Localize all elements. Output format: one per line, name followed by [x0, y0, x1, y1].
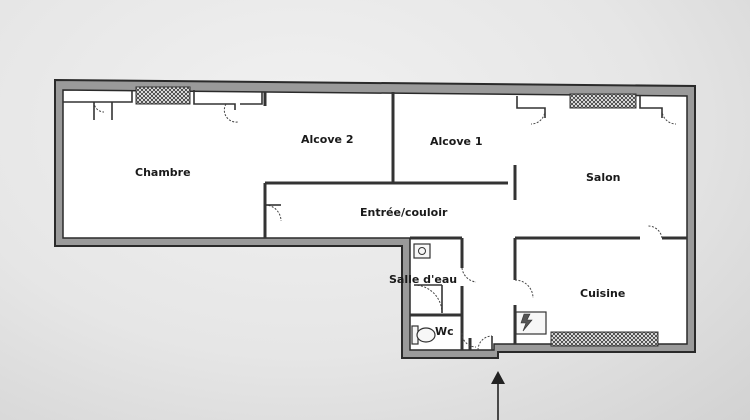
interior-walls: [263, 92, 687, 350]
door-cuisine: [514, 279, 534, 299]
sink: [413, 243, 431, 259]
radiators: [135, 86, 659, 347]
radiator-salon: [569, 93, 637, 109]
room-label-wc: Wc: [435, 325, 454, 338]
room-label-cuisine: Cuisine: [580, 287, 625, 300]
agency-watermark: RL RÉGIE: [318, 192, 374, 220]
door-wc: [461, 332, 477, 348]
window-niches: [63, 90, 663, 118]
room-label-chambre: Chambre: [135, 166, 191, 179]
door-salon-niche: [530, 109, 546, 125]
door-salle-eau: [461, 267, 477, 283]
fixtures: [411, 243, 547, 345]
door-entree-chambre: [264, 204, 282, 222]
lightning-icon: [520, 313, 533, 332]
watermark-agency: RÉGIE: [350, 194, 374, 203]
room-label-alcove-2: Alcove 2: [301, 133, 353, 146]
toilet-bowl: [416, 327, 436, 343]
outer-walls: [54, 78, 696, 359]
radiator-chambre: [135, 86, 191, 105]
doors: [93, 101, 677, 351]
door-salon-right: [661, 109, 677, 125]
room-label-alcove-1: Alcove 1: [430, 135, 482, 148]
room-label-entree: Entrée/couloir: [360, 206, 448, 219]
room-label-salon: Salon: [586, 171, 621, 184]
room-label-salle-eau: Salle d'eau: [389, 273, 457, 286]
watermark-monogram: RL: [323, 200, 342, 215]
stove: [515, 311, 547, 335]
room-labels: Chambre Alcove 2 Alcove 1 Salon Entrée/c…: [135, 133, 625, 338]
door-salon-cuisine: [647, 225, 663, 239]
radiator-cuisine: [550, 331, 659, 347]
door-entrance: [477, 335, 493, 351]
entrance-arrow-icon: [491, 371, 505, 420]
